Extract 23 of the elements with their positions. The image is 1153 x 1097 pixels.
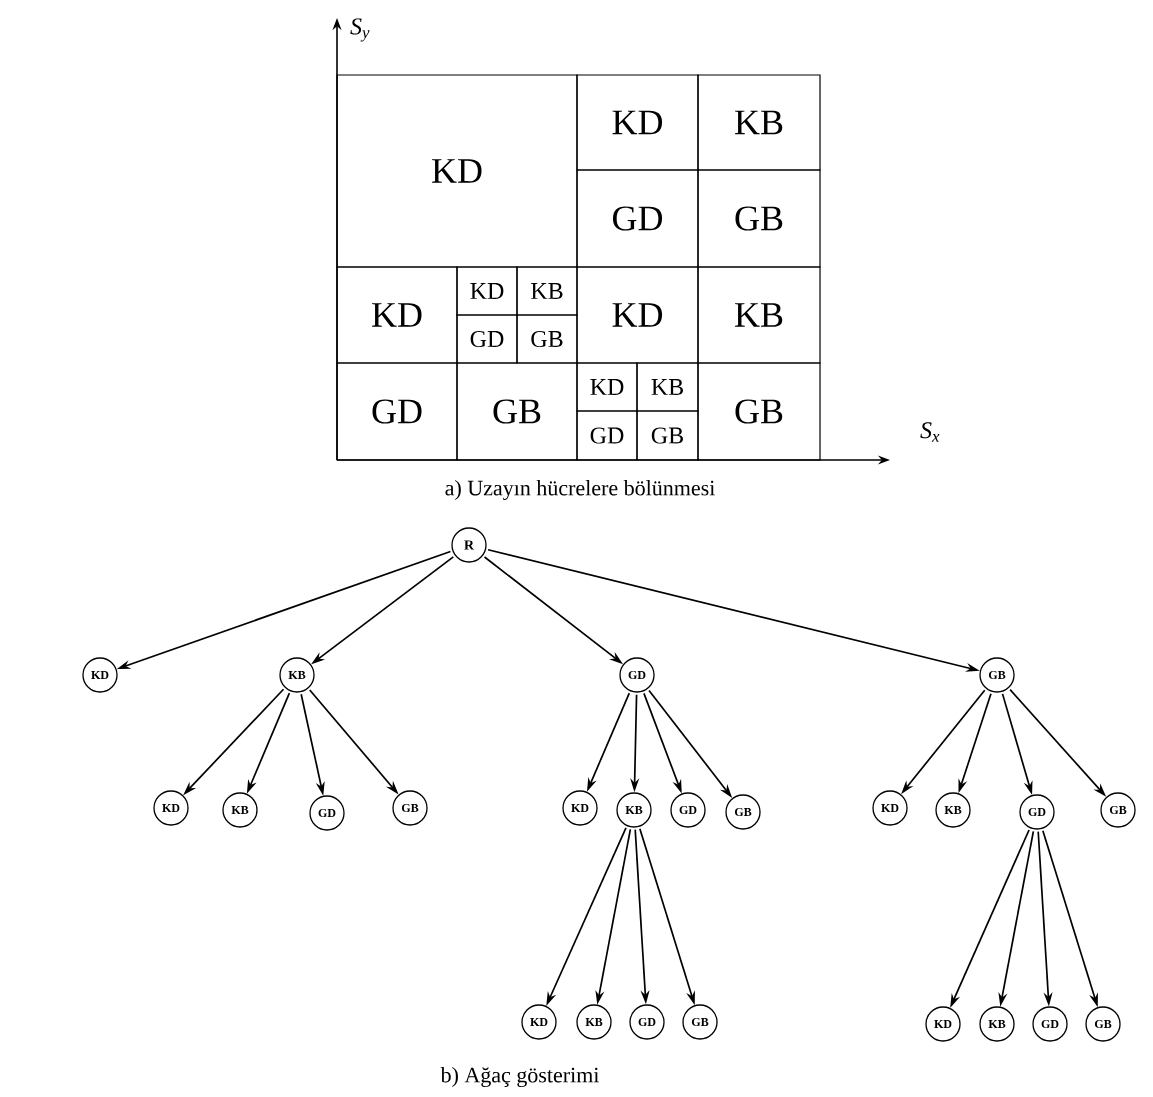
grid-cell: KD	[456, 266, 518, 316]
grid-cell: GD	[456, 314, 518, 364]
grid-cell: KB	[516, 266, 578, 316]
grid-cell: KD	[576, 74, 699, 171]
grid-cell: GB	[697, 169, 821, 268]
grid-cell: GB	[516, 314, 578, 364]
axis-label: S$_{y}$	[350, 18, 370, 42]
grid-cell: GB	[636, 410, 699, 461]
grid-cell: KD	[336, 266, 458, 364]
grid-cell: GB	[697, 362, 821, 461]
grid-cell: KB	[697, 74, 821, 171]
grid-cell: GB	[456, 362, 578, 461]
grid-cell: KD	[336, 74, 578, 268]
grid-cell: KB	[636, 362, 699, 412]
caption: b) Ağaç gösterimi	[440, 1067, 599, 1087]
grid-cell: GD	[576, 169, 699, 268]
grid-cell: KD	[576, 266, 699, 364]
grid-cell: GD	[576, 410, 638, 461]
axis-label: S$_{x}$	[920, 422, 940, 442]
caption: a) Uzayın hücrelere bölünmesi	[445, 480, 715, 500]
grid-cell: GD	[336, 362, 458, 461]
grid-cell: KD	[576, 362, 638, 412]
grid-cell: KB	[697, 266, 821, 364]
